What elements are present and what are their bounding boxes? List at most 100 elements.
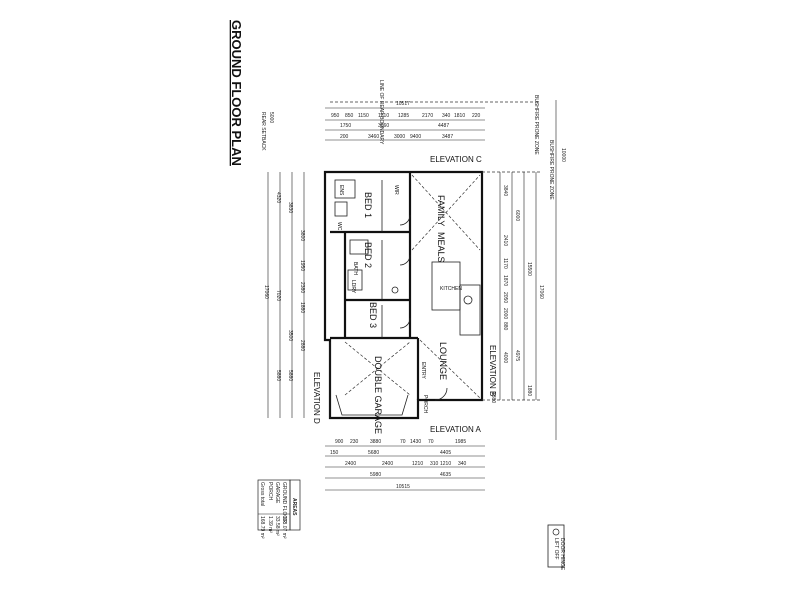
bottom-dim-3-4: 310 xyxy=(430,461,439,467)
right-detail-9: 4000 xyxy=(502,352,508,363)
areas-table: AREAS GROUND FLOOR 133.07 m² GARAGE 33.5… xyxy=(257,479,301,539)
room-ens: ENS xyxy=(338,185,344,196)
room-bed2: BED 2 xyxy=(363,242,373,268)
right-inner-2: 6000 xyxy=(514,210,520,221)
plan-title: GROUND FLOOR PLAN xyxy=(229,20,244,166)
top-dim-1-9: 220 xyxy=(472,113,481,119)
right-detail-2: 2410 xyxy=(502,235,508,246)
areas-row-3-label: PORCH xyxy=(267,482,273,500)
right-detail-3: 1170 xyxy=(502,258,508,269)
bushfire-zone-label-b: BUSHFIRE PRONE ZONE xyxy=(548,140,554,200)
top-dim-3-2: 3460 xyxy=(368,134,379,140)
rear-setback-dim: 5000 xyxy=(268,112,274,123)
top-dim-1-2: 850 xyxy=(345,113,354,119)
bottom-dim-1-3: 3880 xyxy=(370,439,381,445)
left-group-3: 7020 xyxy=(275,290,281,301)
bottom-dim-1-6: 70 xyxy=(428,439,434,445)
right-detail-7: 880 xyxy=(502,322,508,331)
rear-setback-label: REAR SETBACK xyxy=(260,112,266,151)
bottom-dim-3-1: 2400 xyxy=(345,461,356,467)
right-inner-3: 4975 xyxy=(514,350,520,361)
left-group-1: 4320 xyxy=(275,192,281,203)
room-porch: PORCH xyxy=(422,395,428,413)
room-bed1: BED 1 xyxy=(363,192,373,218)
bottom-dimensions: 900 230 3880 70 1430 70 1985 150 5680 44… xyxy=(325,439,485,491)
bottom-overall-dim: 10515 xyxy=(396,484,410,490)
top-dim-3-4: 9400 xyxy=(410,134,421,140)
left-inner-2: 1950 xyxy=(299,260,305,271)
areas-heading: AREAS xyxy=(291,498,297,516)
top-dim-1-3: 1150 xyxy=(358,113,369,119)
bottom-dim-1-4: 70 xyxy=(400,439,406,445)
left-inner-1: 3800 xyxy=(299,230,305,241)
top-dim-1-4: 1810 xyxy=(378,113,389,119)
right-detail-5: 2050 xyxy=(502,292,508,303)
building-walls xyxy=(323,170,540,420)
areas-row-2-value: 33.58 m² xyxy=(274,516,280,536)
top-dim-2-2: 3660 xyxy=(378,123,389,129)
left-outer-dim: 17060 xyxy=(263,285,269,299)
bottom-dim-1-5: 1430 xyxy=(410,439,421,445)
room-wc: WC xyxy=(336,222,342,231)
right-detail-8: 1880 xyxy=(490,392,496,403)
key-note-line-1: LIFT OFF xyxy=(553,538,559,560)
top-dim-1-7: 340 xyxy=(442,113,451,119)
top-dim-1-5: 1285 xyxy=(398,113,409,119)
elevation-b-label: ELEVATION B xyxy=(488,345,497,396)
bottom-dim-3-5: 1210 xyxy=(440,461,451,467)
areas-row-4-label: Gross total xyxy=(259,482,265,506)
bottom-dim-4-2: 4635 xyxy=(440,472,451,478)
bottom-dim-2-3: 4405 xyxy=(440,450,451,456)
top-dim-3-1: 200 xyxy=(340,134,349,140)
left-inner-6: 2880 xyxy=(299,340,305,351)
bottom-dim-1-2: 230 xyxy=(350,439,359,445)
key-note-line-2: DOOR HINGE xyxy=(559,538,565,571)
right-outer-dim: 17060 xyxy=(538,285,544,299)
right-dimensions: 17060 15500 6000 4975 1880 3840 2410 117… xyxy=(490,172,544,403)
top-dim-1-1: 950 xyxy=(331,113,340,119)
top-dim-3-5: 3487 xyxy=(442,134,453,140)
bottom-dim-3-6: 340 xyxy=(458,461,467,467)
left-inner-4: 1880 xyxy=(299,302,305,313)
areas-row-1-value: 133.07 m² xyxy=(281,516,287,539)
rear-boundary-label: LINE OF REAR BOUNDARY xyxy=(378,80,384,145)
door-hinge-key: LIFT OFF DOOR HINGE xyxy=(547,524,565,571)
areas-row-2-label: GARAGE xyxy=(274,482,280,504)
top-dim-1-8: 1810 xyxy=(454,113,465,119)
right-inner-1: 15500 xyxy=(526,262,532,276)
bottom-dim-3-2: 2400 xyxy=(382,461,393,467)
elevation-a-label: ELEVATION A xyxy=(430,425,481,434)
room-garage: DOUBLE GARAGE xyxy=(373,356,383,434)
room-bath: BATH xyxy=(352,262,358,275)
bottom-dim-3-3: 1210 xyxy=(412,461,423,467)
bushfire-zone-dim: 10000 xyxy=(560,148,566,162)
top-dimensions: 10517 950 850 1150 1810 1285 2170 340 18… xyxy=(325,101,485,141)
bottom-dim-4-1: 5980 xyxy=(370,472,381,478)
left-group-2: 3830 xyxy=(287,202,293,213)
room-kitchen: KITCHEN xyxy=(440,286,462,292)
right-detail-6: 2000 xyxy=(502,308,508,319)
elevation-d-label: ELEVATION D xyxy=(312,372,321,424)
top-dim-2-1: 1750 xyxy=(340,123,351,129)
top-dim-3-3: 3000 xyxy=(394,134,405,140)
areas-row-1-label: GROUND FLOOR xyxy=(281,482,287,523)
top-dim-2-3: 4487 xyxy=(438,123,449,129)
left-inner-7: 5880 xyxy=(287,370,293,381)
bottom-dim-1-7: 1985 xyxy=(455,439,466,445)
bottom-dim-1-1: 900 xyxy=(335,439,344,445)
top-dim-1-6: 2170 xyxy=(422,113,433,119)
right-detail-4: 1870 xyxy=(502,275,508,286)
bottom-dim-2-1: 150 xyxy=(330,450,339,456)
right-inner-4: 1880 xyxy=(526,385,532,396)
left-dimensions: 17060 4320 3830 7020 5880 3800 1950 2380… xyxy=(263,172,305,418)
areas-row-4-value: 168.79 m² xyxy=(259,516,265,539)
room-lounge: LOUNGE xyxy=(438,342,448,380)
left-inner-5: 3500 xyxy=(287,330,293,341)
room-wir: WIR xyxy=(393,185,399,195)
bushfire-zone-label-a: BUSHFIRE PRONE ZONE xyxy=(533,95,539,155)
right-detail-1: 3840 xyxy=(502,185,508,196)
bottom-dim-2-2: 5680 xyxy=(368,450,379,456)
top-overall-dim: 10517 xyxy=(396,101,410,107)
elevation-c-label: ELEVATION C xyxy=(430,155,482,164)
